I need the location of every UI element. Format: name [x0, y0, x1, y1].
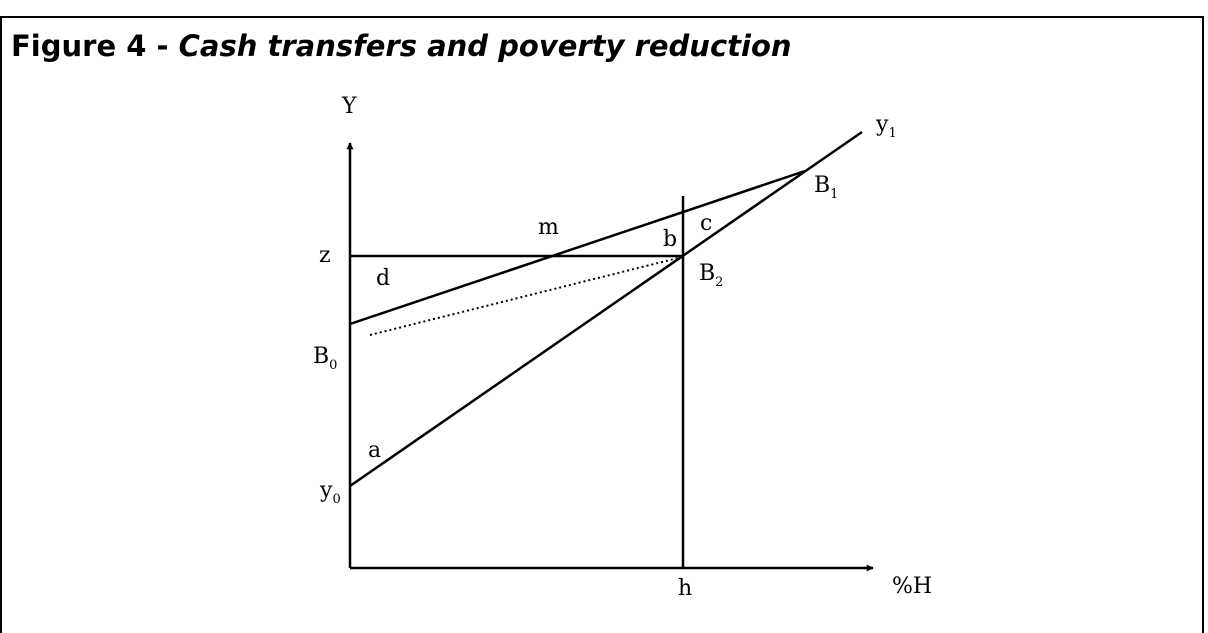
- label-B0-sub: 0: [329, 358, 337, 373]
- label-B2: B2: [699, 261, 723, 290]
- label-B1-main: B: [814, 173, 830, 198]
- x-axis-label: %H: [892, 574, 932, 599]
- label-B2-sub: 2: [715, 275, 723, 290]
- label-B0-main: B: [313, 344, 329, 369]
- income-line-y0-y1: [349, 130, 863, 488]
- label-y1-main: y: [875, 112, 889, 137]
- region-label-d: d: [376, 266, 390, 291]
- label-h: h: [678, 576, 692, 601]
- label-B1: B1: [814, 173, 838, 202]
- region-label-m: m: [538, 215, 559, 240]
- figure-frame: [0, 16, 1204, 633]
- transfer-line-B0-B1: [349, 169, 806, 326]
- label-y0-main: y: [319, 478, 333, 503]
- label-y0-sub: 0: [332, 492, 340, 507]
- dotted-line-B2: [369, 256, 683, 336]
- label-y0: y0: [319, 478, 341, 507]
- label-y1: y1: [875, 112, 897, 141]
- label-B0: B0: [313, 344, 337, 373]
- y-axis-label: Y: [341, 94, 357, 119]
- figure-title-prefix: Figure 4 -: [11, 29, 179, 63]
- label-B1-sub: 1: [830, 187, 838, 202]
- label-B2-main: B: [699, 261, 715, 286]
- label-z: z: [319, 243, 331, 268]
- region-label-c: c: [700, 211, 712, 236]
- figure-title: Figure 4 - Cash transfers and poverty re…: [11, 28, 792, 64]
- region-label-b: b: [663, 227, 677, 252]
- label-y1-sub: 1: [888, 126, 896, 141]
- region-label-a: a: [368, 438, 381, 463]
- figure-title-main: Cash transfers and poverty reduction: [178, 29, 792, 63]
